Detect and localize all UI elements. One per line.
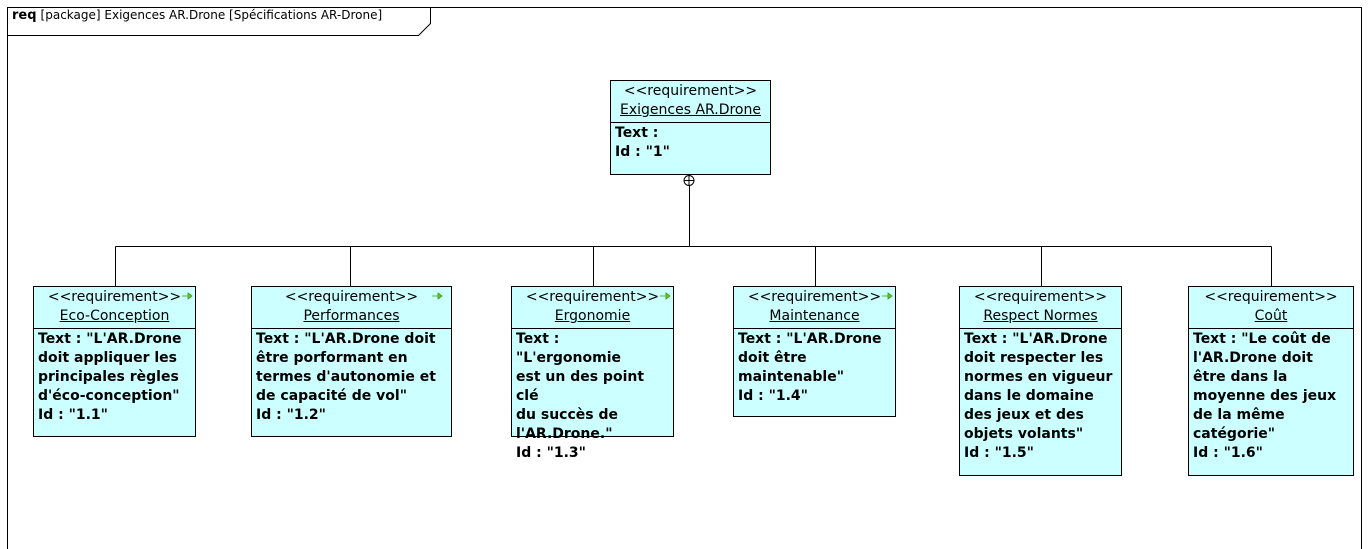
requirement-text: Text : "Le coût de l'AR.Drone doit être … [1193, 331, 1337, 442]
requirement-name: Performances [303, 308, 400, 324]
stereotype-label: <<requirement>> [47, 289, 182, 305]
derive-arrow-icon [182, 292, 193, 300]
requirement-name: Ergonomie [554, 308, 631, 324]
requirement-id: Id : "1.3" [516, 445, 586, 461]
requirement-performances[interactable]: <<requirement>> Performances Text : "L'A… [251, 286, 452, 437]
requirement-text: Text : "L'AR.Drone doit appliquer les pr… [38, 331, 182, 404]
requirement-name: Eco-Conception [59, 308, 170, 324]
requirement-name: Respect Normes [983, 308, 1098, 324]
requirement-body: Text : "L'AR.Drone doit être porformant … [252, 329, 451, 426]
requirement-id: Id : "1.4" [738, 388, 808, 404]
requirement-header: <<requirement>> Eco-Conception [34, 287, 195, 329]
requirement-id: Id : "1.1" [38, 407, 108, 423]
requirement-respect-normes[interactable]: <<requirement>> Respect Normes Text : "L… [959, 286, 1122, 476]
frame-label-tab [7, 7, 431, 36]
containment-connector[interactable] [115, 175, 1272, 287]
requirement-header: <<requirement>> Ergonomie [512, 287, 673, 329]
requirement-text: Text : "L'AR.Drone doit respecter les no… [964, 331, 1113, 442]
requirement-header: <<requirement>> Coût [1189, 287, 1353, 329]
stereotype-label: <<requirement>> [623, 83, 758, 99]
stereotype-label: <<requirement>> [973, 289, 1108, 305]
requirement-eco-conception[interactable]: <<requirement>> Eco-Conception Text : "L… [33, 286, 196, 437]
requirement-header: <<requirement>> Respect Normes [960, 287, 1121, 329]
requirement-text: Text : "L'ergonomie est un des point clé… [516, 331, 645, 442]
stereotype-label: <<requirement>> [525, 289, 660, 305]
requirement-text: Text : "L'AR.Drone doit être maintenable… [738, 331, 882, 385]
requirement-name: Coût [1254, 308, 1288, 324]
requirement-cout[interactable]: <<requirement>> Coût Text : "Le coût de … [1188, 286, 1354, 476]
requirement-body: Text : "L'ergonomie est un des point clé… [512, 329, 673, 464]
stereotype-label: <<requirement>> [284, 289, 419, 305]
requirement-root[interactable]: <<requirement>> Exigences AR.Drone Text … [610, 80, 771, 175]
derive-arrow-icon [660, 292, 671, 300]
requirement-id: Id : "1.6" [1193, 445, 1263, 461]
requirement-body: Text : "L'AR.Drone doit appliquer les pr… [34, 329, 195, 426]
requirement-body: Text : Id : "1" [611, 123, 770, 163]
requirement-header: <<requirement>> Maintenance [734, 287, 895, 329]
requirement-id: Id : "1.2" [256, 407, 326, 423]
frame-title: [package] Exigences AR.Drone [Spécificat… [40, 8, 383, 22]
stereotype-label: <<requirement>> [747, 289, 882, 305]
requirement-body: Text : "Le coût de l'AR.Drone doit être … [1189, 329, 1353, 464]
requirement-header: <<requirement>> Exigences AR.Drone [611, 81, 770, 123]
requirement-id: Id : "1" [615, 144, 670, 160]
requirement-header: <<requirement>> Performances [252, 287, 451, 329]
requirement-name: Maintenance [769, 308, 860, 324]
derive-arrow-icon [432, 292, 443, 300]
derive-arrow-icon [882, 292, 893, 300]
requirement-body: Text : "L'AR.Drone doit être maintenable… [734, 329, 895, 407]
requirement-maintenance[interactable]: <<requirement>> Maintenance Text : "L'AR… [733, 286, 896, 417]
stereotype-label: <<requirement>> [1204, 289, 1338, 305]
requirement-name: Exigences AR.Drone [620, 102, 761, 118]
requirement-text: Text : [615, 125, 659, 141]
frame-border [7, 7, 1362, 549]
frame-label: req[package] Exigences AR.Drone [Spécifi… [12, 8, 382, 23]
requirement-body: Text : "L'AR.Drone doit respecter les no… [960, 329, 1121, 464]
requirement-ergonomie[interactable]: <<requirement>> Ergonomie Text : "L'ergo… [511, 286, 674, 461]
frame-keyword: req [12, 8, 37, 23]
requirement-text: Text : "L'AR.Drone doit être porformant … [256, 331, 436, 404]
requirement-id: Id : "1.5" [964, 445, 1034, 461]
